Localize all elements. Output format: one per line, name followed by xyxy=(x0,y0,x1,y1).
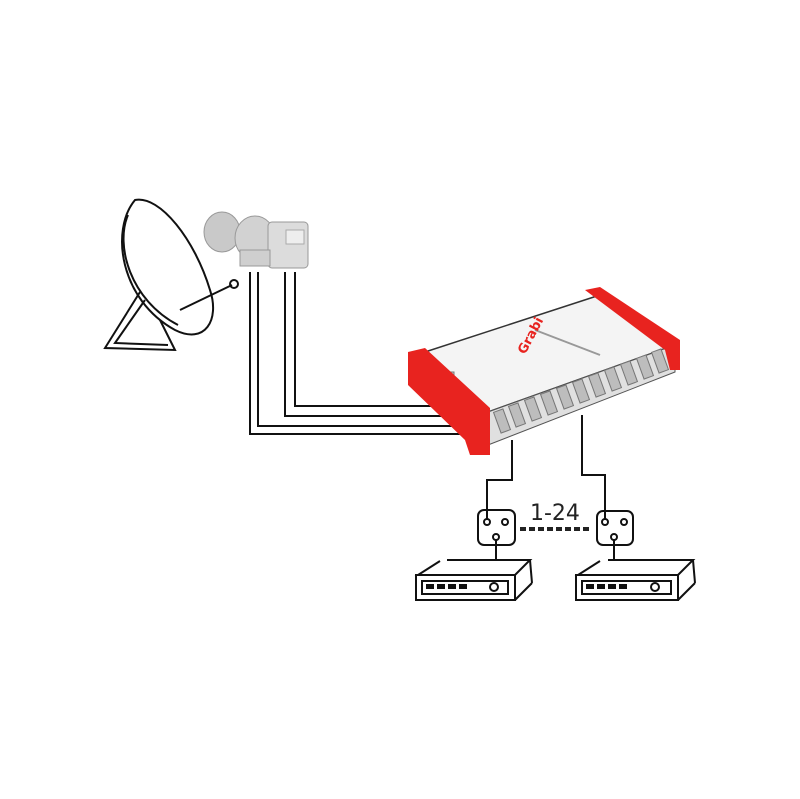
wall-outlet-icon xyxy=(596,510,634,560)
lnb-icon xyxy=(203,211,309,269)
channel-range-label: 1-24 xyxy=(530,501,580,526)
receiver-icon xyxy=(574,559,696,601)
satellite-dish-icon xyxy=(103,198,239,352)
lnb-cables xyxy=(249,272,462,435)
outlet-cables xyxy=(486,415,606,520)
receiver-icon xyxy=(414,559,533,601)
multiswitch-device: Grabi xyxy=(408,287,680,455)
wall-outlet-icon xyxy=(477,509,516,560)
